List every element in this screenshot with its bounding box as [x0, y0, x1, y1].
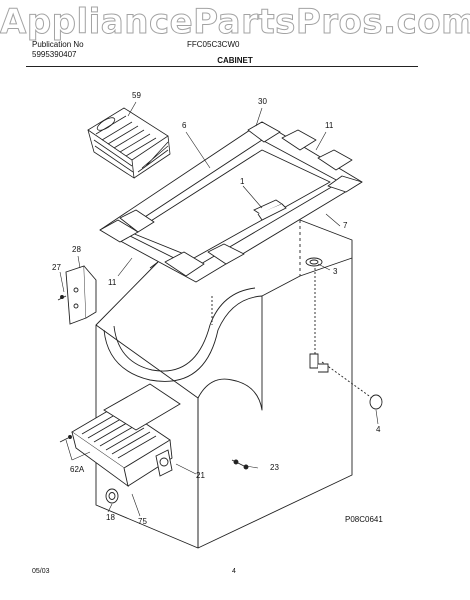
- callout-11-bottom: 11: [108, 278, 117, 287]
- callout-75: 75: [138, 517, 147, 526]
- publication-number: 5995390407: [32, 50, 77, 59]
- callout-11-top: 11: [325, 121, 334, 130]
- publication-label: Publication No: [32, 40, 84, 49]
- basket: [87, 107, 171, 179]
- callout-3: 3: [333, 267, 338, 276]
- callout-59: 59: [132, 91, 141, 100]
- cabinet-opening: [103, 295, 263, 411]
- callout-23: 23: [270, 463, 279, 472]
- foot: [105, 488, 119, 504]
- drain-tube: [309, 353, 383, 410]
- footer-page-number: 4: [232, 568, 236, 575]
- hinge-screws: [57, 295, 67, 301]
- lid-gasket: [99, 121, 363, 283]
- section-title: CABINET: [217, 56, 253, 65]
- callout-28: 28: [72, 245, 81, 254]
- callout-18: 18: [106, 513, 115, 522]
- hinge: [65, 265, 97, 325]
- callout-21: 21: [196, 471, 205, 480]
- callout-4: 4: [376, 425, 381, 434]
- callout-6: 6: [182, 121, 187, 130]
- callout-27: 27: [52, 263, 61, 272]
- callout-30: 30: [258, 97, 267, 106]
- callout-1: 1: [240, 177, 245, 186]
- kick-plate: [71, 404, 173, 488]
- cabinet-right-side: [197, 219, 353, 549]
- footer-date: 05/03: [32, 568, 50, 575]
- cabinet-top-edge: [95, 261, 159, 326]
- figure-code: P08C0641: [345, 515, 383, 524]
- screws: [59, 435, 249, 470]
- header-rule: [26, 66, 418, 67]
- lid-handle: [253, 199, 287, 221]
- leader-lines: [59, 101, 379, 517]
- watermark-logo: AppliancePartsPros.com: [0, 2, 470, 43]
- model-number: FFC05C3CW0: [187, 40, 240, 49]
- callout-7: 7: [343, 221, 348, 230]
- callout-62A: 62A: [70, 465, 85, 474]
- control-box: [103, 383, 181, 477]
- cabinet-top-left-edge: [149, 261, 159, 269]
